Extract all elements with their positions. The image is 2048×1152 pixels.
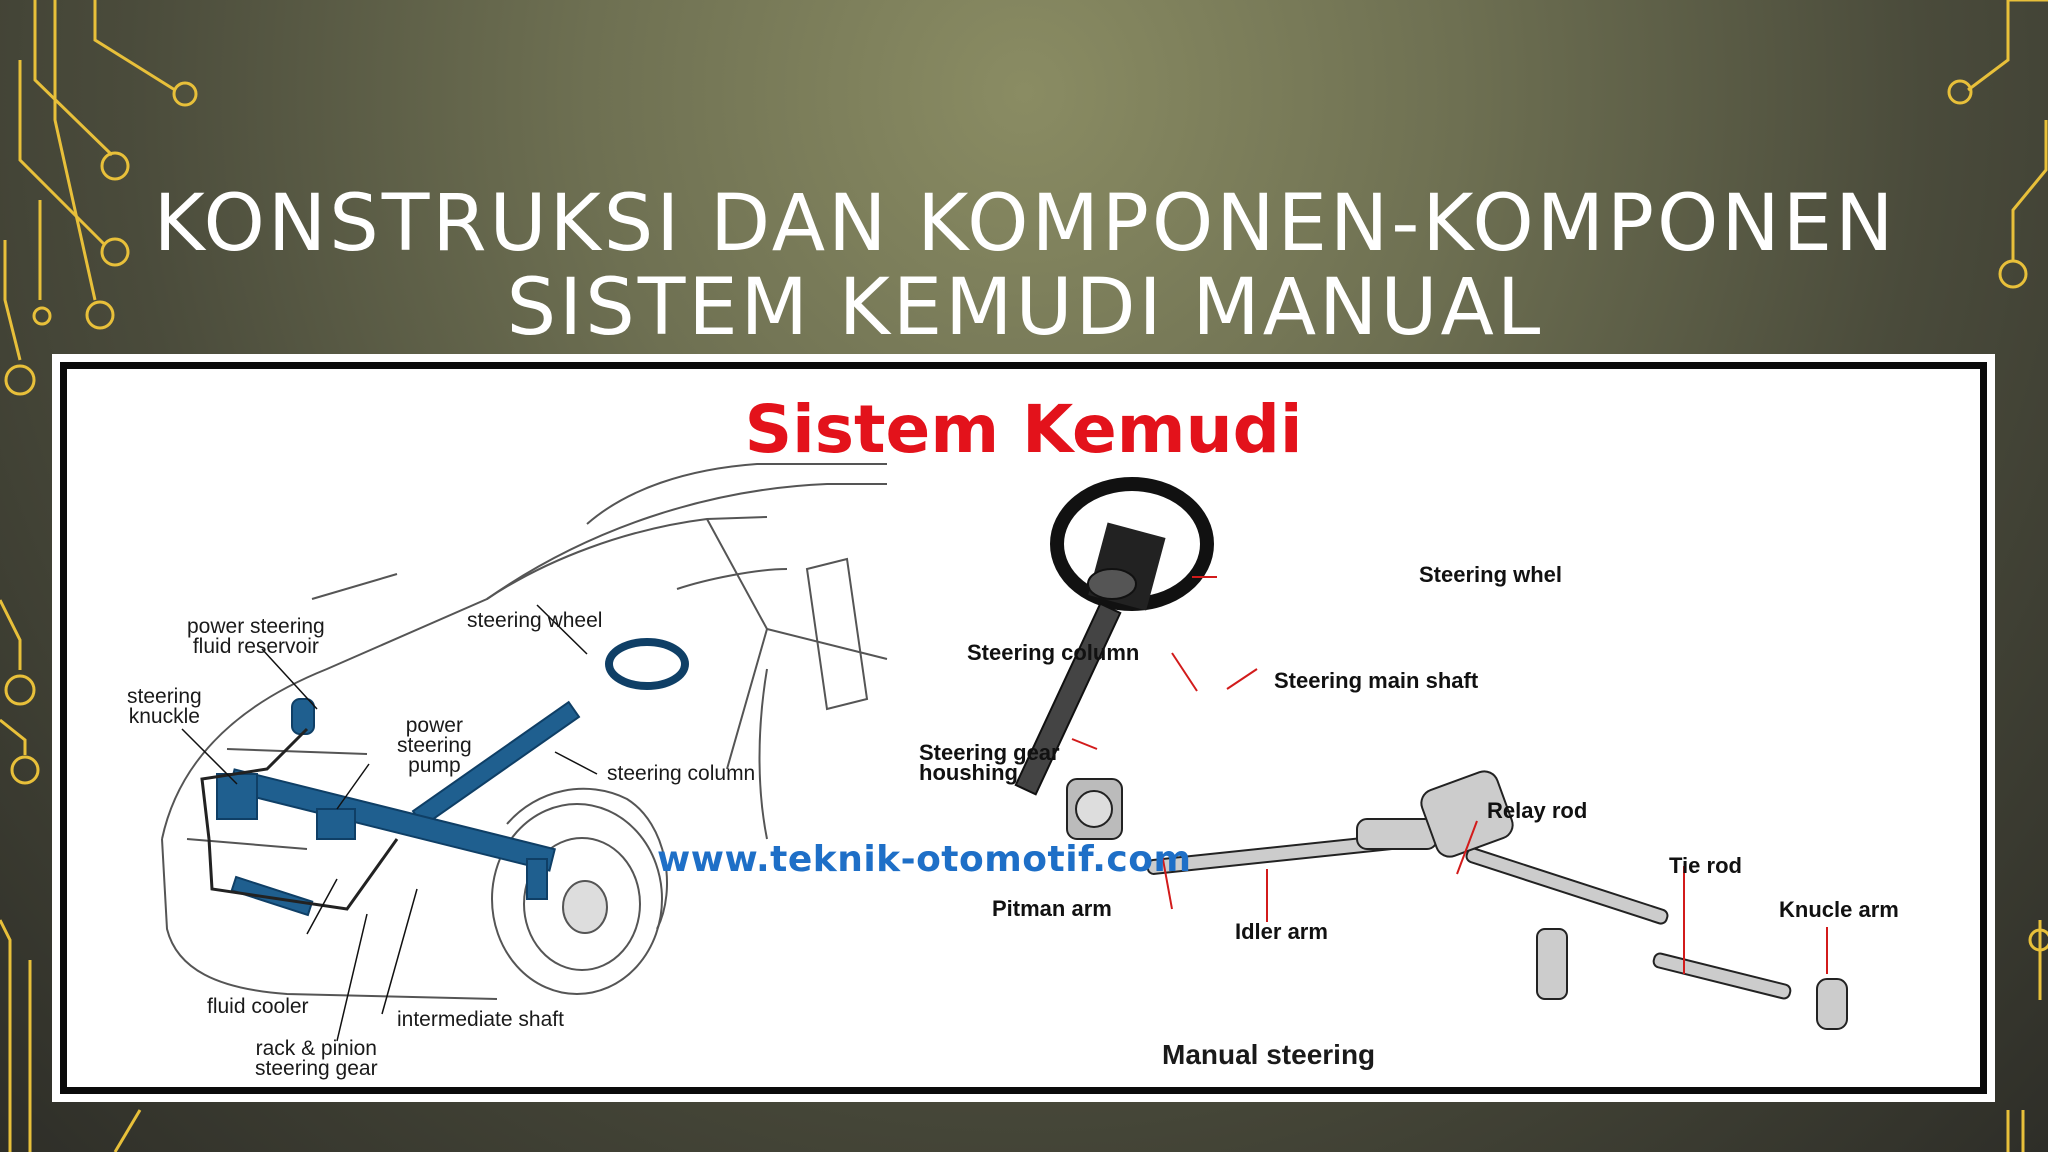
slide-title: KONSTRUKSI DAN KOMPONEN-KOMPONEN SISTEM … — [150, 182, 1900, 350]
linkage — [1146, 770, 1848, 1030]
slide-title-line-2: SISTEM KEMUDI MANUAL — [506, 263, 1544, 354]
label-pitman-arm: Pitman arm — [992, 896, 1112, 921]
diagram-title: Sistem Kemudi — [744, 391, 1303, 468]
manual-steering-caption: Manual steering — [1162, 1039, 1376, 1070]
label-relay-rod: Relay rod — [1487, 798, 1588, 823]
label-idler-arm: Idler arm — [1235, 919, 1328, 944]
front-wheel — [491, 803, 663, 995]
label-tie-rod: Tie rod — [1669, 853, 1742, 878]
label-fluid-cooler: fluid cooler — [207, 995, 309, 1018]
label-rack-pinion-steering-gear: rack & pinion steering gear — [255, 1037, 378, 1080]
diagram-frame: Sistem Kemudi — [52, 354, 1995, 1102]
label-steering-column: steering column — [607, 762, 756, 785]
circuit-decoration-left — [0, 0, 198, 1152]
car-leader-lines — [181, 604, 598, 1042]
steering-illustration — [161, 463, 1848, 1042]
steering-system-car — [216, 638, 689, 917]
circuit-decoration-right — [1947, 0, 2048, 1152]
manual-steering-column — [1014, 568, 1137, 796]
slide-title-line-1: KONSTRUKSI DAN KOMPONEN-KOMPONEN — [153, 179, 1897, 270]
label-steering-knuckle: steering knuckle — [127, 685, 202, 728]
label-steering-gear-housing: Steering gear houshing — [919, 740, 1060, 785]
diagram-panel: Sistem Kemudi — [60, 362, 1987, 1094]
manual-leader-lines — [1071, 576, 1828, 974]
car-body-outline — [161, 463, 888, 1000]
label-steering-main-shaft: Steering main shaft — [1274, 668, 1479, 693]
label-knuckle-arm: Knucle arm — [1779, 897, 1899, 922]
steering-gear-housing-shape — [1066, 778, 1123, 840]
label-steering-wheel: steering wheel — [467, 609, 603, 632]
fluid-lines — [200, 727, 399, 911]
watermark-url: www.teknik-otomotif.com — [657, 839, 1192, 880]
label-power-steering-pump: power steering pump — [397, 714, 472, 777]
label-power-steering-fluid-reservoir: power steering fluid reservoir — [187, 615, 325, 658]
label-manual-steering-wheel: Steering whel — [1419, 562, 1563, 587]
label-intermediate-shaft: intermediate shaft — [397, 1008, 564, 1031]
label-manual-steering-column: Steering column — [967, 640, 1140, 665]
